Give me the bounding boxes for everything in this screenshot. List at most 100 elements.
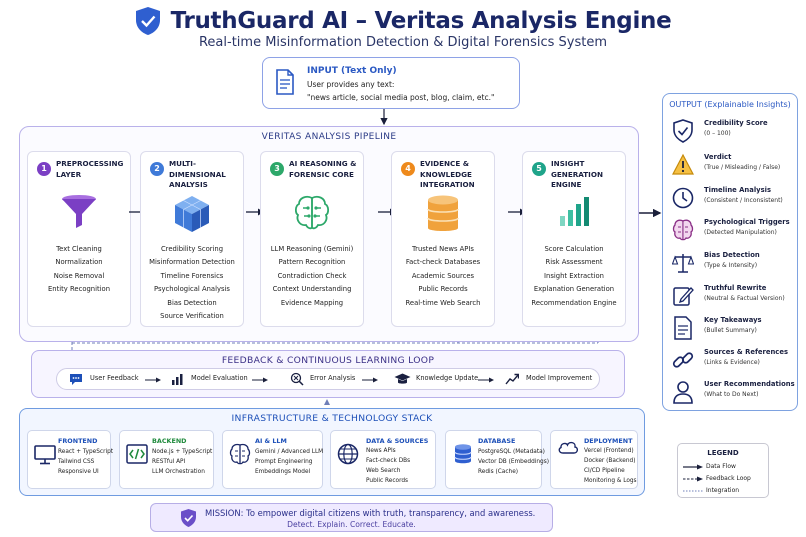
legend-item: Integration [706,487,740,494]
feedback-step: Error Analysis [310,374,356,382]
output-item-sub: (What to Do Next) [704,391,759,398]
output-item-rewrite: Truthful Rewrite (Neutral & Factual Vers… [672,284,797,314]
feedback-step: Knowledge Update [416,374,479,382]
output-item-credibility: Credibility Score (0 – 100) [672,119,797,149]
stage-items: Text Cleaning Normalization Noise Remova… [28,243,130,297]
graduation-cap-icon [394,373,411,384]
output-item-title: Truthful Rewrite [704,284,767,292]
output-item-sources: Sources & References (Links & Evidence) [672,348,797,378]
infra-card-line: Fact-check DBs [366,458,411,464]
brain-icon [229,443,251,465]
feedback-arrow [362,377,378,383]
output-item-title: Key Takeaways [704,316,762,324]
page-subtitle: Real-time Misinformation Detection & Dig… [198,35,607,50]
output-item-recommendations: User Recommendations (What to Do Next) [672,380,797,410]
infra-card-line: Public Records [366,478,409,484]
warning-icon [672,153,694,175]
stage-items: Trusted News APIs Fact-check Databases A… [392,243,494,310]
stage-item: Normalization [55,258,103,267]
stage-insight: 5 INSIGHT GENERATION ENGINE Score Calcul… [522,151,626,327]
shield-check-icon [673,119,693,143]
stage-item: Explanation Generation [533,285,615,294]
database-icon [427,195,459,231]
infra-card-line: Gemini / Advanced LLM [255,449,324,455]
stage-item: Fact-check Databases [405,258,481,267]
infra-card-title: FRONTEND [58,437,98,445]
stage-item: Misinformation Detection [149,258,235,267]
feedback-step: Model Evaluation [191,374,248,382]
output-item-sub: (0 – 100) [704,130,731,137]
funnel-icon [62,195,96,228]
infra-card-title: DEPLOYMENT [584,437,633,445]
user-icon [673,381,693,404]
legend-item: Data Flow [706,463,736,470]
stage-title: PREPROCESSING LAYER [56,159,124,179]
stage-item: Score Calculation [544,245,604,253]
infra-card-line: Redis (Cache) [478,469,519,475]
input-box: INPUT (Text Only) User provides any text… [262,57,520,109]
stage-item: Entity Recognition [47,285,111,294]
infra-card-line: React + TypeScript [58,449,114,455]
document-icon [674,316,692,340]
search-x-icon [290,372,304,386]
stage-preprocessing: 1 PREPROCESSING LAYER Text Cleaning Norm… [27,151,131,327]
output-item-timeline: Timeline Analysis (Consistent / Inconsis… [672,186,797,216]
stage-items: Credibility Scoring Misinformation Detec… [141,243,243,323]
input-line-1: User provides any text: [307,80,395,89]
stage-item: Trusted News APIs [412,245,474,253]
stage-title: INSIGHT GENERATION ENGINE [551,159,603,189]
input-label: INPUT (Text Only) [307,66,397,76]
stage-item: Risk Assessment [545,258,603,267]
code-icon [126,444,148,464]
stage-title: MULTI-DIMENSIONAL ANALYSIS [169,159,226,189]
output-item-sub: (Links & Evidence) [704,359,760,366]
brain-icon [294,195,330,230]
infra-card-line: Vercel (Frontend) [584,448,634,454]
infra-card-title: DATA & SOURCES [366,437,429,445]
stage-item: Pattern Recognition [278,258,346,267]
link-icon [672,352,694,368]
page-title: TruthGuard AI – Veritas Analysis Engine [0,6,806,36]
stage-item: Credibility Scoring [160,245,224,253]
stage-number: 2 [150,162,164,176]
stage-item: Evidence Mapping [280,298,344,307]
infra-card-line: Vector DB (Embeddings) [478,459,550,465]
infra-card-title: DATABASE [478,437,516,445]
stage-item: Bias Detection [167,298,217,307]
infra-card-deployment: DEPLOYMENT Vercel (Frontend) Docker (Bac… [550,430,638,489]
infrastructure-title: INFRASTRUCTURE & TECHNOLOGY STACK [231,413,433,424]
infra-card-line: Responsive UI [58,469,99,475]
bar-chart-icon [560,197,589,226]
stage-item: Academic Sources [411,271,475,280]
stage-multidimensional: 2 MULTI-DIMENSIONAL ANALYSIS Credibility… [140,151,244,327]
feedback-arrow [478,377,494,383]
legend-dashed-arrow [683,476,703,482]
clock-icon [672,187,694,209]
infra-card-line: Tailwind CSS [58,459,95,465]
stage-item: Public Records [418,285,468,294]
infra-card-line: Web Search [366,468,401,474]
shield-check-icon [181,509,196,527]
infra-card-frontend: FRONTEND React + TypeScript Tailwind CSS… [27,430,114,489]
infra-card-line: Monitoring & Logs [584,478,637,484]
output-item-sub: (Neutral & Factual Version) [704,295,785,302]
infra-card-backend: BACKEND Node.js + TypeScript RESTful API… [119,430,214,489]
input-line-2: "news article, social media post, blog, … [307,93,495,102]
infra-card-title: BACKEND [152,437,187,445]
infra-card-line: Docker (Backend) [584,458,636,464]
stage-title: AI REASONING & FORENSIC CORE [289,159,357,179]
stage-title: EVIDENCE & KNOWLEDGE INTEGRATION [420,159,475,189]
output-item-title: User Recommendations [704,380,795,388]
stage-item: Contradiction Check [277,271,347,280]
stage-item: Context Understanding [272,285,352,294]
infra-card-line: Node.js + TypeScript [152,449,213,455]
legend-item: Feedback Loop [706,475,751,482]
stage-item: Psychological Analysis [154,285,230,294]
output-item-sub: (Detected Manipulation) [704,229,777,236]
stage-number: 5 [532,162,546,176]
infra-card-ai-llm: AI & LLM Gemini / Advanced LLM Prompt En… [222,430,323,489]
stage-items: LLM Reasoning (Gemini) Pattern Recogniti… [261,243,363,310]
output-item-title: Timeline Analysis [704,186,771,194]
feedback-loop-bar [56,368,600,390]
output-item-sub: (Type & Intensity) [704,262,758,269]
